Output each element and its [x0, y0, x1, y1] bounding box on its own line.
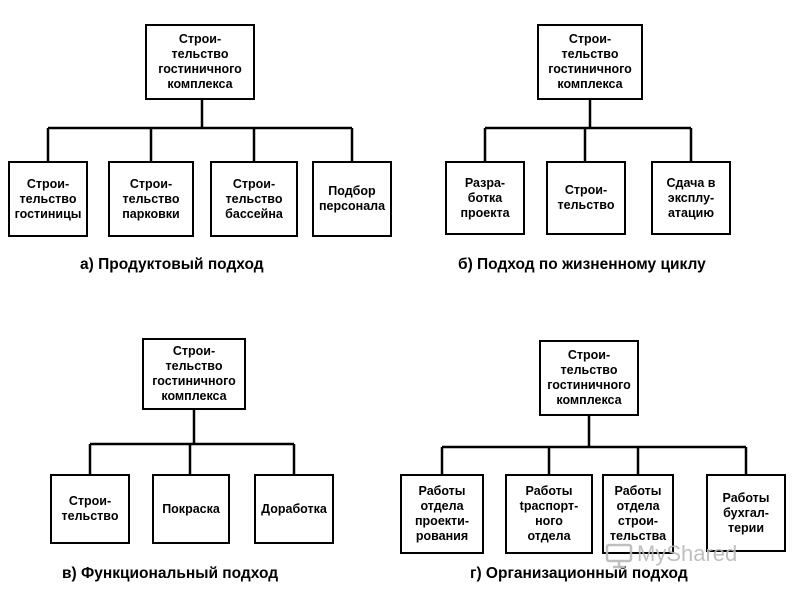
diagram-b-root-node: Строи- тельство гостиничного комплекса: [537, 24, 643, 100]
watermark-text: MyShared: [637, 541, 738, 566]
diagram-b-child-node: Сдача в эксплу- атацию: [651, 161, 731, 235]
diagram-c-child-node: Покраска: [152, 474, 230, 544]
diagram-b-child-node: Строи- тельство: [546, 161, 626, 235]
diagram-a-child-node: Строи- тельство гостиницы: [8, 161, 88, 237]
diagram-c-child-node: Доработка: [254, 474, 334, 544]
presentation-logo-icon: [605, 543, 633, 569]
watermark: MyShared: [604, 538, 737, 570]
diagram-c-root-node: Строи- тельство гостиничного комплекса: [142, 338, 246, 410]
diagram-d-child-node: Работы tраспорт- ного отдела: [505, 474, 593, 554]
diagram-a-child-node: Подбор персонала: [312, 161, 392, 237]
diagram-b-child-node: Разра- ботка проекта: [445, 161, 525, 235]
diagram-a-child-node: Строи- тельство бассейна: [210, 161, 298, 237]
diagram-d-caption: г) Организационный подход: [470, 565, 688, 582]
diagram-d-root-node: Строи- тельство гостиничного комплекса: [539, 340, 639, 416]
diagram-d-child-node: Работы отдела проекти- рования: [400, 474, 484, 554]
diagram-b-caption: б) Подход по жизненному циклу: [458, 256, 706, 273]
diagram-d-child-node: Работы бухгал- терии: [706, 474, 786, 552]
diagram-a-caption: а) Продуктовый подход: [80, 256, 264, 273]
diagram-c-child-node: Строи- тельство: [50, 474, 130, 544]
diagram-c-caption: в) Функциональный подход: [62, 565, 279, 582]
diagram-d-child-node: Работы отдела строи- тельства: [602, 474, 674, 554]
diagram-a-child-node: Строи- тельство парковки: [108, 161, 194, 237]
diagram-a-root-node: Строи- тельство гостиничного комплекса: [145, 24, 255, 100]
